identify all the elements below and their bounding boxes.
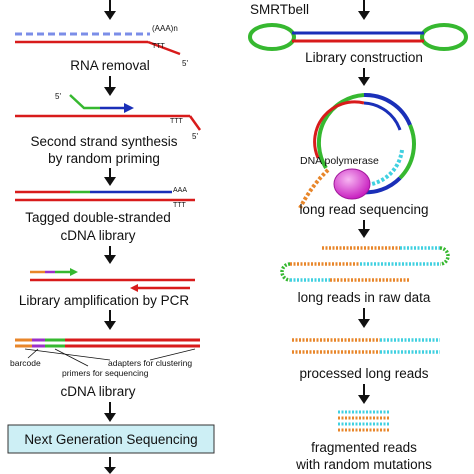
flow-arrow (104, 76, 116, 96)
flow-arrow (104, 246, 116, 264)
smrtbell-figure (248, 23, 468, 51)
flow-arrow (104, 457, 116, 474)
polya-label: (AAA)n (152, 24, 178, 33)
flow-arrow (104, 310, 116, 330)
second-strand-figure: 5' TTT 5' (15, 92, 202, 141)
dna-polymerase-label: DNA polymerase (300, 155, 379, 167)
aaa-label: AAA (173, 187, 187, 194)
step-cdna-library-1: cDNA library (60, 228, 135, 243)
step-long-read-sequencing: long read sequencing (299, 202, 428, 217)
cdna-library-figure: barcode adapters for clustering primers … (10, 338, 200, 378)
ttt-label: TTT (173, 202, 187, 209)
processed-reads-figure (292, 338, 440, 354)
rna-removal-figure: (AAA)n TTT 5' (15, 24, 188, 68)
five-prime-label: 5' (192, 132, 198, 141)
step-processed-reads: processed long reads (299, 366, 428, 381)
circular-template-figure: DNA polymerase (298, 92, 416, 209)
flow-arrow (358, 220, 370, 238)
ngs-box: Next Generation Sequencing (7, 424, 215, 454)
step-rna-removal: RNA removal (70, 58, 150, 73)
step-library-amplification: Library amplification by PCR (19, 293, 190, 308)
step-second-strand: Second strand synthesis (30, 134, 177, 149)
raw-reads-figure (280, 246, 450, 282)
flow-arrow (104, 0, 116, 20)
primers-label: primers for sequencing (62, 368, 149, 378)
step-tagged-ds: Tagged double-stranded (25, 210, 171, 225)
five-prime-label: 5' (182, 59, 188, 68)
flow-arrow (358, 384, 370, 404)
step-cdna-library-2: cDNA library (60, 384, 135, 399)
step-random-priming: by random priming (48, 151, 160, 166)
flow-arrow (358, 308, 370, 328)
flow-arrow (358, 68, 370, 86)
five-prime-label: 5' (55, 92, 61, 101)
step-fragmented-reads: fragmented reads (311, 440, 417, 455)
flow-arrow (104, 168, 116, 186)
tagged-ds-figure: AAA TTT (15, 187, 195, 209)
ttt-label: TTT (170, 118, 184, 125)
fragmented-reads-figure (338, 410, 390, 432)
step-ngs: Next Generation Sequencing (24, 432, 197, 447)
smrtbell-label: SMRTbell (250, 2, 309, 17)
pcr-figure (30, 268, 195, 292)
step-random-mutations: with random mutations (295, 457, 432, 472)
barcode-label: barcode (10, 358, 41, 368)
step-library-construction: Library construction (305, 50, 423, 65)
step-long-reads-raw: long reads in raw data (298, 290, 431, 305)
adapters-label: adapters for clustering (108, 358, 192, 368)
ttt-label: TTT (152, 43, 166, 50)
flow-arrow (104, 402, 116, 422)
flow-arrow (358, 0, 370, 20)
